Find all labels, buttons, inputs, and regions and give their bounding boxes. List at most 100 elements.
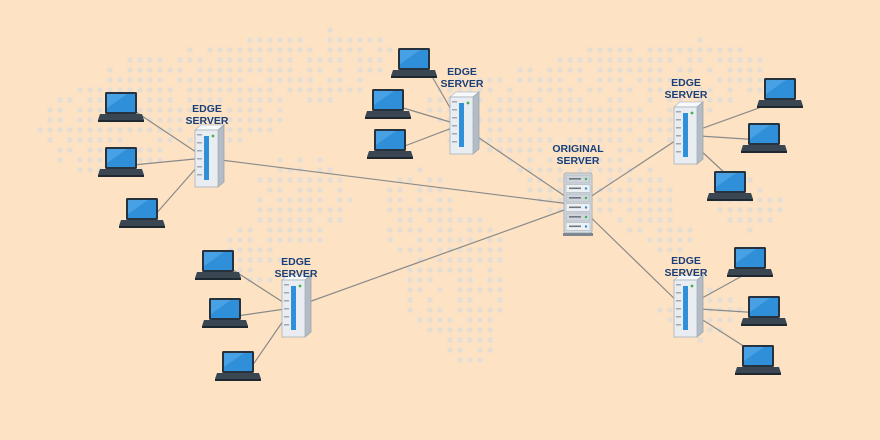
map-dot xyxy=(777,207,783,213)
map-dot xyxy=(597,157,603,163)
map-dot xyxy=(707,327,713,333)
map-dot xyxy=(457,277,463,283)
map-dot xyxy=(497,137,503,143)
map-dot xyxy=(457,87,463,93)
map-dot xyxy=(597,197,603,203)
map-dot xyxy=(297,47,303,53)
map-dot xyxy=(227,67,233,73)
map-dot xyxy=(197,67,203,73)
map-dot xyxy=(337,87,343,93)
map-dot xyxy=(667,47,673,53)
map-dot xyxy=(227,57,233,63)
map-dot xyxy=(457,287,463,293)
map-dot xyxy=(757,187,763,193)
map-dot xyxy=(607,57,613,63)
map-dot xyxy=(257,257,263,263)
laptop-icon xyxy=(119,198,165,228)
map-dot xyxy=(647,197,653,203)
map-dot xyxy=(747,87,753,93)
map-dot xyxy=(287,57,293,63)
map-dot xyxy=(397,197,403,203)
map-dot xyxy=(617,97,623,103)
map-dot xyxy=(707,67,713,73)
edge-server-icon xyxy=(672,274,705,338)
map-dot xyxy=(497,77,503,83)
map-dot xyxy=(587,167,593,173)
map-dot xyxy=(597,127,603,133)
map-dot xyxy=(297,197,303,203)
map-dot xyxy=(617,77,623,83)
map-dot xyxy=(187,47,193,53)
map-dot xyxy=(117,127,123,133)
map-dot xyxy=(737,217,743,223)
map-dot xyxy=(317,227,323,233)
map-dot xyxy=(397,207,403,213)
map-dot xyxy=(267,207,273,213)
map-dot xyxy=(267,97,273,103)
map-dot xyxy=(487,287,493,293)
map-dot xyxy=(387,237,393,243)
map-dot xyxy=(647,167,653,173)
map-dot xyxy=(137,67,143,73)
map-dot xyxy=(547,77,553,83)
map-dot xyxy=(297,187,303,193)
map-dot xyxy=(717,47,723,53)
map-dot xyxy=(707,47,713,53)
map-dot xyxy=(197,87,203,93)
map-dot xyxy=(487,117,493,123)
map-dot xyxy=(727,47,733,53)
map-dot xyxy=(687,57,693,63)
map-dot xyxy=(267,277,273,283)
map-dot xyxy=(727,77,733,83)
map-dot xyxy=(217,57,223,63)
map-dot xyxy=(547,87,553,93)
map-dot xyxy=(427,107,433,113)
map-dot xyxy=(427,277,433,283)
map-dot xyxy=(487,227,493,233)
map-dot xyxy=(747,207,753,213)
map-dot xyxy=(637,197,643,203)
map-dot xyxy=(657,77,663,83)
map-dot xyxy=(117,137,123,143)
map-dot xyxy=(407,267,413,273)
map-dot xyxy=(487,267,493,273)
map-dot xyxy=(477,307,483,313)
map-dot xyxy=(407,297,413,303)
map-dot xyxy=(667,127,673,133)
map-dot xyxy=(617,127,623,133)
map-dot xyxy=(457,297,463,303)
map-dot xyxy=(527,167,533,173)
map-dot xyxy=(77,137,83,143)
map-dot xyxy=(437,287,443,293)
laptop-icon xyxy=(735,345,781,375)
map-dot xyxy=(727,57,733,63)
map-dot xyxy=(257,37,263,43)
map-dot xyxy=(457,347,463,353)
map-dot xyxy=(727,97,733,103)
map-dot xyxy=(277,97,283,103)
map-dot xyxy=(237,77,243,83)
map-dot xyxy=(667,197,673,203)
map-dot xyxy=(647,217,653,223)
map-dot xyxy=(487,247,493,253)
map-dot xyxy=(577,107,583,113)
map-dot xyxy=(187,97,193,103)
map-dot xyxy=(327,77,333,83)
map-dot xyxy=(107,127,113,133)
map-dot xyxy=(67,127,73,133)
map-dot xyxy=(287,227,293,233)
map-dot xyxy=(317,177,323,183)
map-dot xyxy=(437,217,443,223)
map-dot xyxy=(667,317,673,323)
map-dot xyxy=(567,107,573,113)
map-dot xyxy=(557,57,563,63)
map-dot xyxy=(607,207,613,213)
connection-line xyxy=(132,109,206,159)
map-dot xyxy=(727,67,733,73)
map-dot xyxy=(297,217,303,223)
map-dot xyxy=(657,47,663,53)
map-dot xyxy=(207,117,213,123)
map-dot xyxy=(287,67,293,73)
map-dot xyxy=(257,247,263,253)
